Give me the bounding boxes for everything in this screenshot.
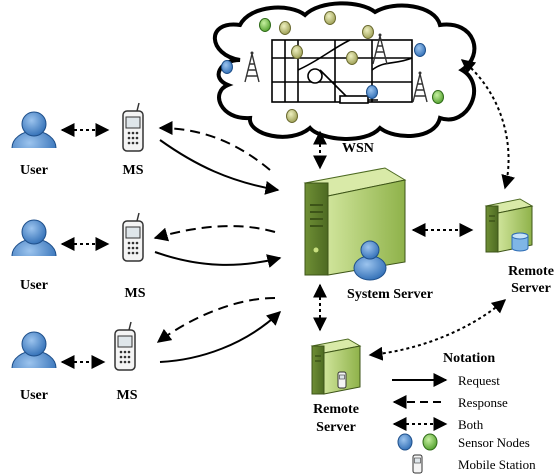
wsn-sensor-nodes bbox=[221, 11, 444, 123]
user-icon bbox=[10, 111, 58, 167]
wsn-street-map bbox=[271, 39, 413, 104]
wsn-label: WSN bbox=[342, 141, 374, 156]
ms-label: MS bbox=[117, 388, 138, 403]
remote-server-bottom-label-line2: Server bbox=[316, 420, 356, 435]
legend-mobile-station-label: Mobile Station bbox=[458, 457, 536, 472]
notation-legend: Notation Request Response Both Sensor No… bbox=[392, 351, 536, 474]
legend-mobile-station-icon bbox=[412, 454, 423, 474]
wsn-cloud bbox=[212, 1, 477, 141]
legend-sensor-nodes-label: Sensor Nodes bbox=[458, 435, 530, 450]
wsn-remote-right-link bbox=[460, 59, 515, 190]
user-label: User bbox=[20, 388, 48, 403]
system-server-icon bbox=[303, 167, 407, 276]
mobile-station-icon bbox=[122, 212, 144, 262]
user-icon bbox=[10, 331, 58, 387]
remote-server-right-label-line2: Server bbox=[511, 281, 551, 296]
legend-sensor-green-icon bbox=[422, 433, 438, 451]
remote-server-right-label-line1: Remote bbox=[508, 264, 554, 279]
legend-sensor-blue-icon bbox=[397, 433, 413, 451]
legend-both-label: Both bbox=[458, 417, 484, 432]
ms-server-links bbox=[153, 121, 282, 363]
ms-label: MS bbox=[125, 286, 146, 301]
remote-server-bottom-label-line1: Remote bbox=[313, 402, 359, 417]
user-icon bbox=[10, 219, 58, 275]
ms-label: MS bbox=[123, 163, 144, 178]
legend-title: Notation bbox=[443, 351, 495, 366]
mobile-station-icon bbox=[114, 321, 136, 371]
user-label: User bbox=[20, 278, 48, 293]
system-server-label: System Server bbox=[347, 287, 433, 302]
admin-user-icon bbox=[353, 240, 387, 281]
legend-request-label: Request bbox=[458, 373, 500, 388]
remote-server-bottom-icon bbox=[310, 338, 362, 395]
remote-server-right-icon bbox=[484, 198, 534, 253]
legend-response-label: Response bbox=[458, 395, 508, 410]
user-label: User bbox=[20, 163, 48, 178]
mobile-station-icon bbox=[122, 102, 144, 152]
user-ms-links bbox=[60, 123, 110, 369]
remote-remote-link bbox=[368, 299, 507, 361]
